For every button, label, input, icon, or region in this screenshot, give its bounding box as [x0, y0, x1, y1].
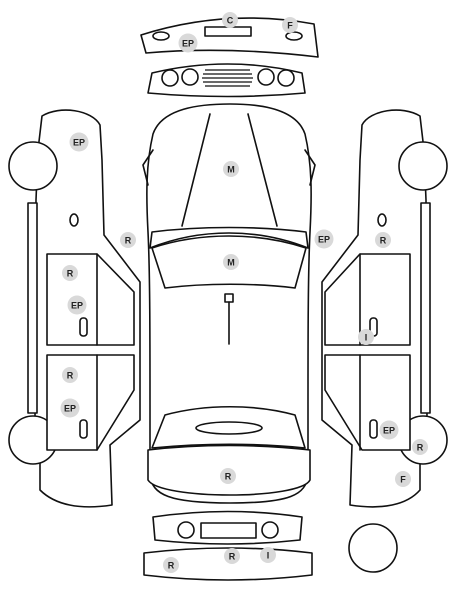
marker-code-label: R [225, 472, 232, 482]
right-side-view[interactable] [321, 109, 448, 508]
marker-code-label: I [365, 333, 368, 343]
rear-lights[interactable] [152, 510, 303, 545]
marker-code-label: R [168, 561, 175, 571]
marker-badge-circle [223, 254, 239, 270]
marker-code-label: R [380, 236, 387, 246]
marker-roof-m[interactable]: M [223, 254, 239, 270]
front-grille-headlights[interactable] [147, 63, 306, 98]
marker-right-side-r[interactable]: R [375, 232, 391, 248]
marker-front-bumper-ep[interactable]: EP [178, 33, 198, 53]
marker-code-label: EP [73, 138, 85, 148]
marker-badge-circle [163, 557, 179, 573]
marker-code-label: R [229, 552, 236, 562]
marker-code-label: R [125, 236, 132, 246]
marker-left-front-fender-ep[interactable]: EP [69, 132, 89, 152]
marker-badge-circle [62, 265, 78, 281]
marker-badge-circle [223, 161, 239, 177]
marker-badge-circle [60, 398, 80, 418]
marker-code-label: EP [383, 426, 395, 436]
marker-code-label: F [287, 21, 293, 31]
marker-badge-circle [395, 471, 411, 487]
marker-code-label: EP [182, 39, 194, 49]
marker-badge-circle [379, 420, 399, 440]
marker-left-front-door-r[interactable]: R [62, 265, 78, 281]
marker-badge-circle [260, 547, 276, 563]
marker-code-label: F [400, 475, 406, 485]
marker-code-label: EP [318, 235, 330, 245]
marker-code-label: R [67, 371, 74, 381]
marker-badge-circle [220, 468, 236, 484]
marker-right-rear-fender-f[interactable]: F [395, 471, 411, 487]
marker-code-label: C [227, 16, 234, 26]
marker-badge-circle [282, 17, 298, 33]
marker-left-rear-door-ep[interactable]: EP [60, 398, 80, 418]
spare-wheel[interactable] [348, 523, 398, 573]
marker-code-label: I [267, 551, 270, 561]
marker-badge-circle [62, 367, 78, 383]
marker-code-label: EP [64, 404, 76, 414]
marker-left-mirror-r[interactable]: R [120, 232, 136, 248]
marker-code-label: EP [71, 301, 83, 311]
marker-hood-m[interactable]: M [223, 161, 239, 177]
marker-badge-circle [358, 329, 374, 345]
marker-right-mirror-ep[interactable]: EP [314, 229, 334, 249]
damage-markers: C F EP EP R M EP R M R EP I R EP EP R R F R R I [60, 12, 428, 573]
marker-code-label: R [67, 269, 74, 279]
marker-badge-circle [224, 548, 240, 564]
marker-right-rear-ep[interactable]: EP [379, 420, 399, 440]
marker-code-label: M [227, 258, 235, 268]
marker-front-bumper-f[interactable]: F [282, 17, 298, 33]
marker-rear-bumper-r-center[interactable]: R [224, 548, 240, 564]
marker-left-rear-door-r[interactable]: R [62, 367, 78, 383]
marker-right-rear-wheel-r[interactable]: R [412, 439, 428, 455]
marker-badge-circle [222, 12, 238, 28]
marker-badge-circle [178, 33, 198, 53]
marker-badge-circle [120, 232, 136, 248]
marker-badge-circle [375, 232, 391, 248]
marker-rear-bumper-i[interactable]: I [260, 547, 276, 563]
marker-left-front-door-ep[interactable]: EP [67, 295, 87, 315]
marker-badge-circle [69, 132, 89, 152]
marker-front-bumper-c[interactable]: C [222, 12, 238, 28]
marker-badge-circle [67, 295, 87, 315]
car-body-top-view[interactable] [142, 103, 316, 504]
marker-right-front-door-i[interactable]: I [358, 329, 374, 345]
marker-badge-circle [314, 229, 334, 249]
marker-code-label: M [227, 165, 235, 175]
marker-rear-bumper-r-left[interactable]: R [163, 557, 179, 573]
marker-badge-circle [412, 439, 428, 455]
marker-trunk-r[interactable]: R [220, 468, 236, 484]
marker-code-label: R [417, 443, 424, 453]
